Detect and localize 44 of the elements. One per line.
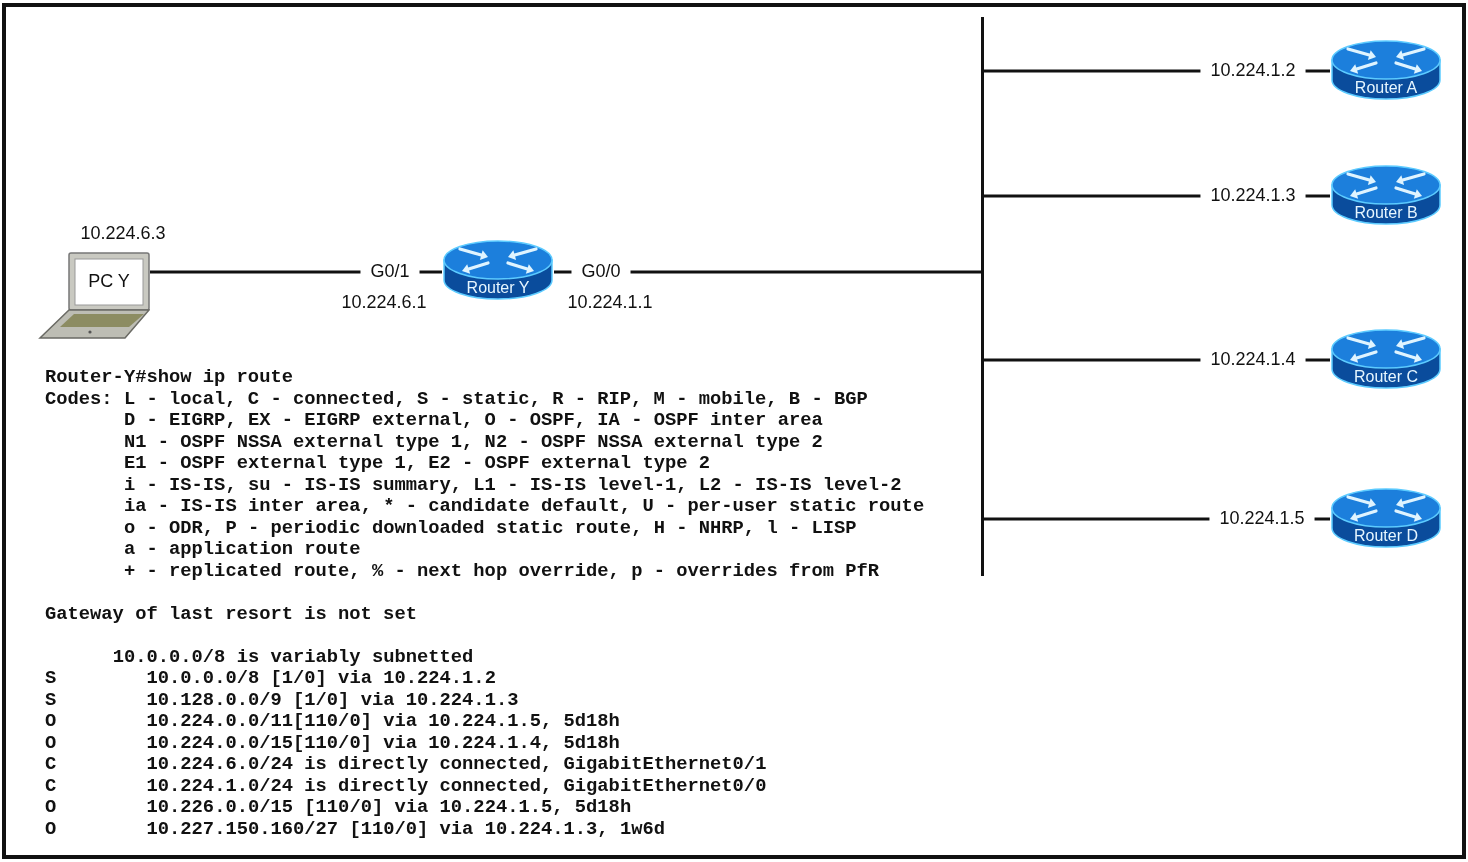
route-entry: 10.224.6.0/24 is directly connected, GigabitEthernet0/1 [146, 754, 767, 775]
cli-output-line: N1 - OSPF NSSA external type 1, N2 - OSPF NSSA external type 2 [123, 431, 823, 453]
route-entry: 10.227.150.160/27 [110/0] via 10.224.1.3, 1w6d [146, 818, 665, 840]
cli-output-line: Codes: L - local, C - connected, S - static, R - RIP, M - mobile, B - BGP [45, 388, 868, 410]
route-entry: 10.0.0.0/8 [1/0] via 10.224.1.2 [146, 668, 496, 689]
route-code: O [45, 797, 57, 818]
cli-output-line: a - application route [123, 539, 361, 560]
ip-address-label: 10.224.1.4 [1210, 348, 1296, 370]
cli-output-line: ia - IS-IS inter area, * - candidate default, U - per-user static route [123, 496, 925, 517]
route-code: S [45, 689, 57, 711]
ip-address-label: 10.224.6.1 [341, 291, 427, 313]
ip-address-label: 10.224.1.2 [1210, 59, 1296, 81]
ip-address-label: 10.224.1.1 [567, 291, 653, 313]
interface-label: G0/0 [581, 260, 621, 282]
route-code: O [45, 818, 57, 840]
ip-address-label: 10.224.6.3 [80, 222, 166, 244]
cli-output-line: E1 - OSPF external type 1, E2 - OSPF external type 2 [123, 453, 711, 474]
network-bus-line [981, 17, 984, 576]
route-entry: 10.224.0.0/11[110/0] via 10.224.1.5, 5d18h [146, 711, 620, 732]
device-label: Router D [1354, 527, 1418, 545]
route-entry: 10.128.0.0/9 [1/0] via 10.224.1.3 [146, 689, 519, 711]
cli-output-line: + - replicated route, % - next hop override, p - overrides from PfR [123, 560, 880, 582]
cli-output-line: 10.0.0.0/8 is variably subnetted [112, 646, 474, 668]
route-code: C [45, 775, 57, 797]
route-code: O [45, 711, 57, 732]
cli-output-line: Router-Y#show ip route [45, 367, 293, 388]
device-label: PC Y [88, 272, 130, 292]
route-code: S [45, 668, 57, 689]
cli-output-line: o - ODR, P - periodic downloaded static route, H - NHRP, l - LISP [123, 517, 857, 539]
route-entry: 10.226.0.0/15 [110/0] via 10.224.1.5, 5d18h [146, 797, 632, 818]
ip-address-label: 10.224.1.5 [1219, 507, 1305, 529]
cli-output-line: Gateway of last resort is not set [45, 603, 417, 625]
device-label: Router B [1354, 204, 1418, 222]
route-entry: 10.224.0.0/15[110/0] via 10.224.1.4, 5d18h [146, 732, 620, 754]
cli-output-line: D - EIGRP, EX - EIGRP external, O - OSPF, IA - OSPF inter area [123, 410, 823, 431]
route-code: C [45, 754, 57, 775]
route-code: O [45, 732, 57, 754]
device-label: Router C [1354, 368, 1418, 386]
cli-output-line: i - IS-IS, su - IS-IS summary, L1 - IS-IS level-1, L2 - IS-IS level-2 [123, 474, 902, 496]
route-entry: 10.224.1.0/24 is directly connected, GigabitEthernet0/0 [146, 775, 767, 797]
interface-label: G0/1 [370, 260, 410, 282]
ip-address-label: 10.224.1.3 [1210, 184, 1296, 206]
device-label: Router Y [466, 279, 530, 297]
device-label: Router A [1354, 79, 1418, 97]
